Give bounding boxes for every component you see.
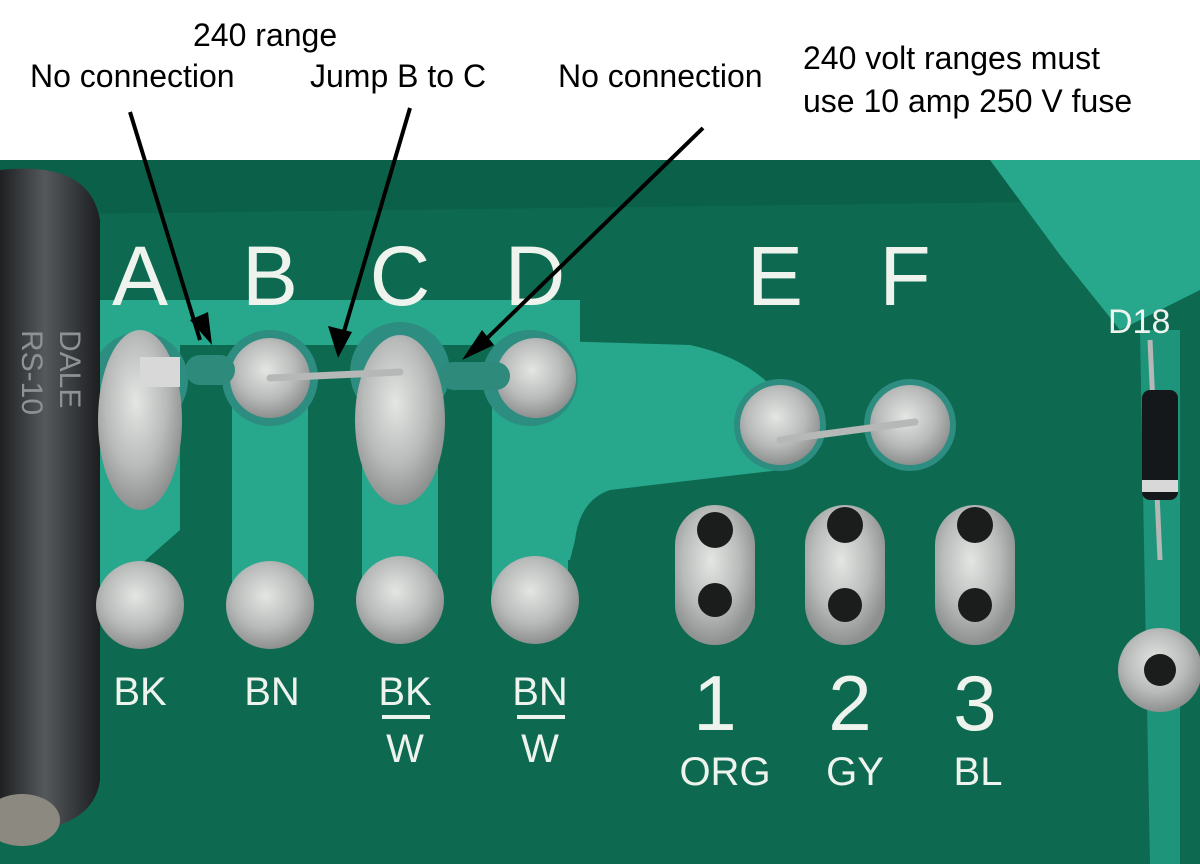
- solder-pads: [96, 330, 1200, 712]
- callout-arrows: [128, 107, 705, 360]
- pad-holes: [697, 507, 1176, 686]
- jumper-wires: [266, 368, 919, 444]
- wire-label-d-top: BN: [512, 670, 568, 714]
- terminal-letter-e: E: [747, 229, 803, 323]
- number-2: 2: [828, 659, 871, 747]
- number-label-gy: GY: [826, 750, 884, 794]
- wire-label-b: BN: [244, 670, 300, 714]
- wire-label-c-bottom: W: [386, 727, 424, 771]
- number-1: 1: [693, 659, 736, 747]
- dale-resistor: [0, 168, 100, 846]
- silkscreen-labels: A B C D E F BK BN BK W BN W 1 2 3 ORG GY…: [15, 229, 1170, 794]
- terminal-letter-c: C: [370, 229, 431, 323]
- callout-no-connection-left: No connection: [30, 58, 235, 94]
- terminal-letter-a: A: [112, 229, 168, 323]
- diode-d18: [1142, 339, 1178, 561]
- number-label-bl: BL: [954, 750, 1003, 794]
- wire-label-c-top: BK: [378, 670, 432, 714]
- diode-label: D18: [1108, 303, 1170, 341]
- pcb-board: [0, 160, 1200, 864]
- wire-label-c-bar: [382, 715, 430, 719]
- callout-fuse-line2: use 10 amp 250 V fuse: [803, 83, 1133, 119]
- terminal-letter-b: B: [242, 229, 298, 323]
- callout-no-connection-right: No connection: [558, 58, 763, 94]
- connection-marks: [140, 355, 510, 390]
- callout-240-range: 240 range: [193, 17, 338, 53]
- resistor-text-2: RS-10: [15, 330, 48, 415]
- wire-label-a: BK: [113, 670, 167, 714]
- wire-label-d-bottom: W: [521, 727, 559, 771]
- callout-jump-b-to-c: Jump B to C: [310, 58, 487, 94]
- terminal-letter-f: F: [879, 229, 930, 323]
- terminal-letter-d: D: [505, 229, 566, 323]
- resistor-text-1: DALE: [53, 330, 86, 408]
- number-3: 3: [953, 659, 996, 747]
- board-shadow-top: [0, 160, 1200, 215]
- number-label-org: ORG: [679, 750, 770, 794]
- callout-fuse-line1: 240 volt ranges must: [803, 40, 1101, 76]
- wire-label-d-bar: [517, 715, 565, 719]
